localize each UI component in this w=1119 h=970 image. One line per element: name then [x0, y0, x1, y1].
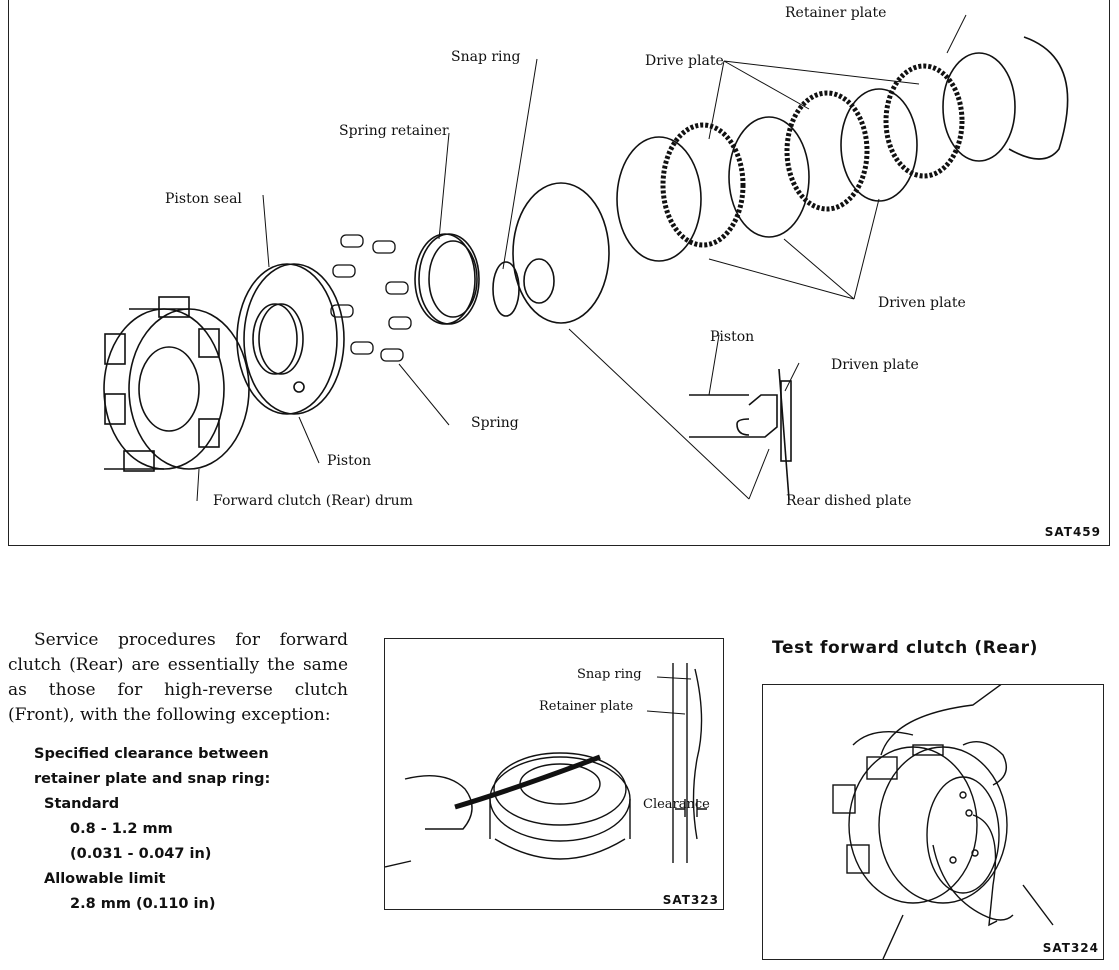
piston-drawing	[236, 263, 345, 415]
spring-retainer-drawing	[414, 233, 480, 325]
clutch-drum-drawing	[103, 296, 250, 472]
clearance-check-figure: Snap ring Retainer plate Clearance SAT32…	[384, 638, 724, 910]
label-driven-plate: Driven plate	[878, 295, 966, 311]
exploded-view-drawing	[103, 14, 1069, 502]
section-heading: Test forward clutch (Rear)	[772, 638, 1038, 658]
label-drum: Forward clutch (Rear) drum	[213, 493, 413, 509]
label-piston: Piston	[327, 453, 372, 469]
clearance-check-drawing	[385, 663, 707, 868]
label-clearance: Clearance	[643, 797, 710, 812]
paragraph-line: (Front), with the following exception:	[8, 705, 331, 725]
label-piston-seal: Piston seal	[165, 191, 242, 207]
label-piston-detail: Piston	[710, 329, 755, 345]
clutch-plates-drawing	[616, 36, 1069, 262]
leader-lines	[196, 14, 967, 502]
paragraph-line: clutch (Rear) are essentially the same	[8, 655, 348, 675]
spec-standard-in: (0.031 - 0.047 in)	[70, 846, 212, 862]
springs-drawing	[330, 234, 412, 362]
spec-title: retainer plate and snap ring:	[34, 771, 271, 787]
label-spring-retainer: Spring retainer	[339, 123, 449, 139]
label-spring: Spring	[471, 415, 519, 431]
piston-detail-drawing	[689, 368, 792, 500]
figure-code: SAT459	[1044, 525, 1101, 539]
spec-limit-label: Allowable limit	[44, 871, 166, 887]
rear-dished-plate-drawing	[512, 182, 610, 324]
spec-limit-value: 2.8 mm (0.110 in)	[70, 896, 216, 912]
label-snap-ring: Snap ring	[577, 667, 642, 682]
spec-title: Specified clearance between	[34, 746, 269, 762]
label-driven-plate-detail: Driven plate	[831, 357, 919, 373]
air-test-figure: SAT324	[762, 684, 1104, 960]
paragraph-line: as those for high-reverse clutch	[8, 680, 348, 700]
label-rear-dished-plate: Rear dished plate	[786, 493, 912, 509]
spec-standard-mm: 0.8 - 1.2 mm	[70, 821, 173, 837]
paragraph-line: Service procedures for forward	[34, 630, 348, 650]
label-retainer-plate: Retainer plate	[785, 5, 887, 21]
figure-code: SAT323	[662, 893, 719, 907]
exploded-view-figure: Retainer plate Snap ring Drive plate Spr…	[8, 0, 1110, 546]
label-snap-ring: Snap ring	[451, 49, 521, 65]
figure-code: SAT324	[1042, 941, 1099, 955]
label-drive-plate: Drive plate	[645, 53, 724, 69]
label-retainer-plate: Retainer plate	[539, 699, 634, 714]
spec-standard-label: Standard	[44, 796, 120, 812]
air-test-drawing	[832, 685, 1054, 959]
procedure-paragraph: Service procedures for forward clutch (R…	[8, 628, 348, 728]
clearance-specification: Specified clearance between retainer pla…	[34, 742, 270, 917]
